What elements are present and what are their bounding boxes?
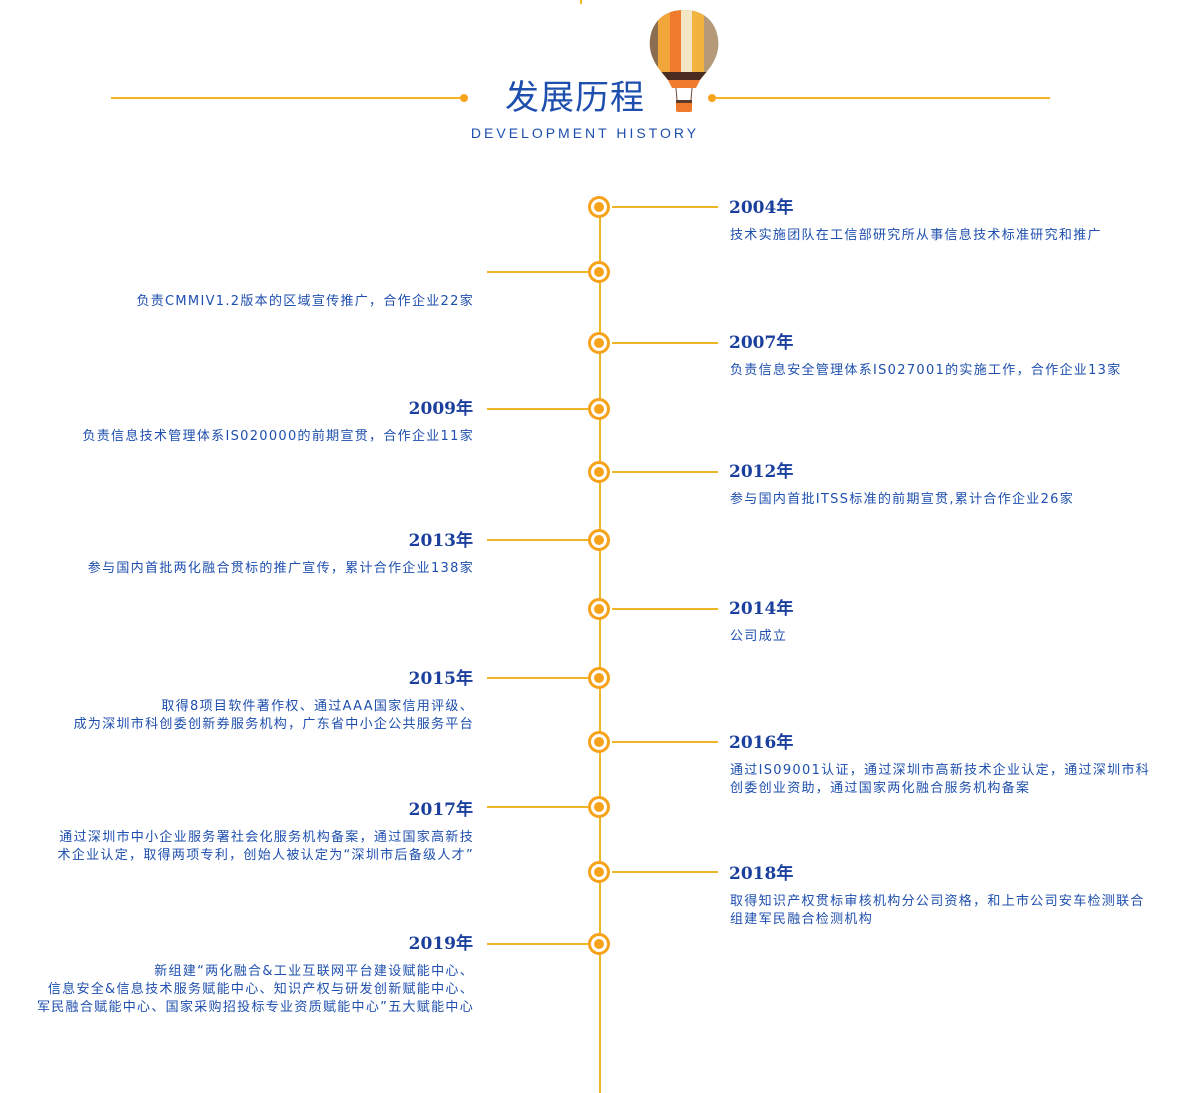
timeline-year: 2018年 — [729, 864, 794, 884]
page-title: 发展历程 — [505, 78, 645, 118]
timeline-year: 2009年 — [408, 399, 473, 419]
header-dot-right — [708, 94, 716, 102]
timeline-connector — [487, 943, 588, 945]
timeline-node-icon — [588, 196, 610, 218]
header-line-right — [716, 97, 1050, 99]
timeline-year: 2004年 — [729, 198, 794, 218]
page-subtitle: DEVELOPMENT HISTORY — [470, 125, 700, 141]
timeline-year: 2013年 — [408, 531, 473, 551]
timeline-node-icon — [588, 461, 610, 483]
timeline-connector — [487, 539, 588, 541]
timeline-node-icon — [588, 398, 610, 420]
description-line: 参与国内首批两化融合贯标的推广宣传，累计合作企业138家 — [87, 561, 474, 576]
timeline-description: 新组建“两化融合&工业互联网平台建设赋能中心、 信息安全&信息技术服务赋能中心、… — [0, 963, 474, 1017]
description-line: 军民融合赋能中心、国家采购招投标专业资质赋能中心”五大赋能中心 — [36, 1000, 474, 1015]
description-line: 组建军民融合检测机构 — [730, 912, 874, 927]
timeline-year: 2014年 — [729, 599, 794, 619]
description-line: 新组建“两化融合&工业互联网平台建设赋能中心、 — [154, 964, 474, 979]
timeline-description: 通过IS09001认证，通过深圳市高新技术企业认定，通过深圳市科 创委创业资助，… — [730, 762, 1190, 798]
description-line: 成为深圳市科创委创新券服务机构，广东省中小企公共服务平台 — [73, 717, 474, 732]
description-line: 通过IS09001认证，通过深圳市高新技术企业认定，通过深圳市科 — [730, 763, 1151, 778]
description-line: 术企业认定，取得两项专利，创始人被认定为“深圳市后备级人才” — [57, 848, 474, 863]
description-line: 负责CMMIV1.2版本的区域宣传推广，合作企业22家 — [136, 294, 474, 309]
timeline-node-icon — [588, 598, 610, 620]
timeline-node-icon — [588, 261, 610, 283]
timeline-description: 取得知识产权贯标审核机构分公司资格，和上市公司安车检测联合 组建军民融合检测机构 — [730, 893, 1190, 929]
timeline-node-icon — [588, 796, 610, 818]
timeline-connector — [487, 677, 588, 679]
description-line: 公司成立 — [730, 629, 788, 644]
description-line: 负责信息技术管理体系IS020000的前期宣贯，合作企业11家 — [82, 429, 474, 444]
timeline-node-icon — [588, 529, 610, 551]
timeline-year: 2007年 — [729, 333, 794, 353]
timeline-node-icon — [588, 861, 610, 883]
timeline-connector — [612, 871, 718, 873]
timeline-description: 负责信息安全管理体系IS027001的实施工作，合作企业13家 — [730, 362, 1190, 380]
header-dot-left — [460, 94, 468, 102]
timeline-year: 2012年 — [729, 462, 794, 482]
timeline-description: 公司成立 — [730, 628, 1190, 646]
timeline-description: 参与国内首批ITSS标准的前期宣贯,累计合作企业26家 — [730, 491, 1190, 509]
timeline-description: 负责CMMIV1.2版本的区域宣传推广，合作企业22家 — [0, 293, 474, 311]
timeline-axis — [599, 207, 601, 1093]
timeline-node-icon — [588, 332, 610, 354]
description-line: 参与国内首批ITSS标准的前期宣贯,累计合作企业26家 — [730, 492, 1075, 507]
timeline-connector — [612, 342, 718, 344]
timeline-node-icon — [588, 667, 610, 689]
timeline-connector — [612, 206, 718, 208]
hot-air-balloon-icon — [649, 10, 719, 112]
timeline-year: 2019年 — [408, 934, 473, 954]
timeline-description: 技术实施团队在工信部研究所从事信息技术标准研究和推广 — [730, 227, 1190, 245]
description-line: 通过深圳市中小企业服务署社会化服务机构备案，通过国家高新技 — [59, 830, 474, 845]
timeline-connector — [612, 471, 718, 473]
description-line: 创委创业资助，通过国家两化融合服务机构备案 — [730, 781, 1031, 796]
timeline-node-icon — [588, 933, 610, 955]
header-line-left — [111, 97, 461, 99]
timeline-connector — [487, 408, 588, 410]
description-line: 技术实施团队在工信部研究所从事信息技术标准研究和推广 — [730, 228, 1102, 243]
timeline-description: 取得8项目软件著作权、通过AAA国家信用评级、 成为深圳市科创委创新券服务机构，… — [0, 698, 474, 734]
timeline-description: 通过深圳市中小企业服务署社会化服务机构备案，通过国家高新技 术企业认定，取得两项… — [0, 829, 474, 865]
description-line: 取得8项目软件著作权、通过AAA国家信用评级、 — [161, 699, 474, 714]
timeline-year: 2016年 — [729, 733, 794, 753]
timeline-description: 参与国内首批两化融合贯标的推广宣传，累计合作企业138家 — [0, 560, 474, 578]
timeline-year: 2017年 — [408, 800, 473, 820]
timeline-description: 负责信息技术管理体系IS020000的前期宣贯，合作企业11家 — [0, 428, 474, 446]
description-line: 负责信息安全管理体系IS027001的实施工作，合作企业13家 — [730, 363, 1122, 378]
top-tick-decoration — [580, 0, 582, 4]
timeline-year: 2015年 — [408, 669, 473, 689]
timeline-node-icon — [588, 731, 610, 753]
timeline-connector — [612, 608, 718, 610]
description-line: 取得知识产权贯标审核机构分公司资格，和上市公司安车检测联合 — [730, 894, 1145, 909]
description-line: 信息安全&信息技术服务赋能中心、知识产权与研发创新赋能中心、 — [47, 982, 474, 997]
timeline-connector — [487, 271, 588, 273]
timeline-connector — [612, 741, 718, 743]
timeline-connector — [487, 806, 588, 808]
